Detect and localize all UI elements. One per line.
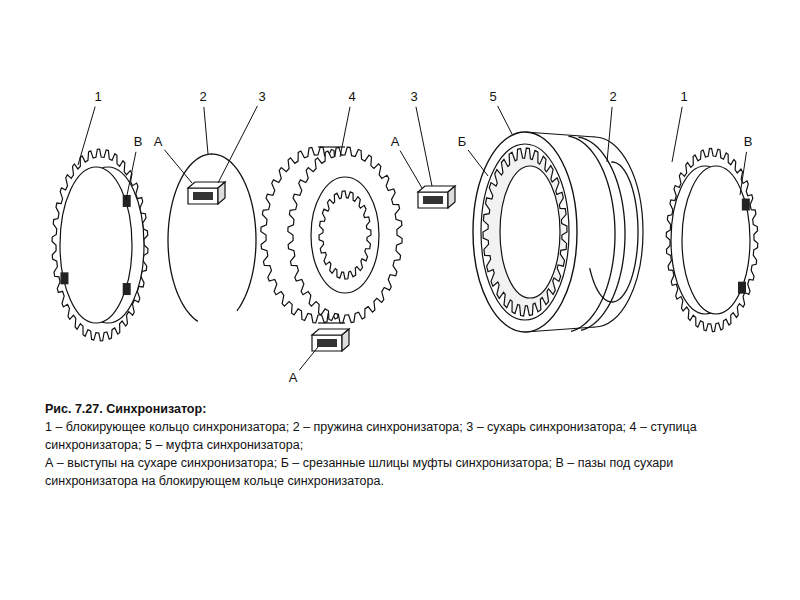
synchronizer-block [418, 186, 455, 208]
hub-gear [288, 147, 402, 323]
sleeve-splines [483, 148, 567, 316]
leader-line [672, 107, 682, 162]
ring-slot [123, 283, 131, 295]
callout-letter: 1 [92, 90, 103, 104]
callout-letter: 2 [607, 90, 618, 104]
callout-letter: В [132, 135, 145, 149]
ring-slot [738, 282, 746, 294]
leader-line [468, 150, 488, 176]
blocking-ring [52, 149, 148, 341]
callout-letter: А [152, 135, 165, 149]
sleeve-bore [500, 166, 560, 298]
synchronizer-spring [590, 162, 638, 302]
leader-line [78, 107, 95, 165]
leader-line [400, 151, 422, 188]
callout-letter: 3 [408, 90, 419, 104]
callout-letter: 2 [197, 90, 208, 104]
ring-slot [742, 199, 750, 211]
caption-text: 1 – блокирующее кольцо синхронизатора; 2… [45, 418, 760, 454]
leader-line [416, 107, 432, 186]
hub-splines [319, 191, 371, 279]
leader-line [340, 107, 350, 157]
leader-line [607, 107, 612, 162]
leader-line [218, 106, 257, 183]
callout-letter: 5 [487, 90, 498, 104]
leader-line [498, 106, 512, 134]
callout-letter: 1 [678, 90, 689, 104]
callout-letter: 4 [346, 90, 357, 104]
synchronizer-spring [168, 154, 256, 321]
callout-letter: А [287, 371, 300, 385]
ring-slot [60, 272, 68, 284]
synchronizer-block [188, 182, 225, 204]
sleeve-groove [579, 137, 625, 330]
leader-line [299, 347, 318, 370]
leader-line [740, 152, 747, 195]
ring-inner-edge [60, 167, 132, 323]
leader-line [164, 150, 192, 183]
caption-block: Рис. 7.27. Синхронизатор:1 – блокирующее… [45, 400, 760, 490]
leader-line [126, 152, 136, 200]
blocking-ring [666, 148, 757, 331]
callout-letter: Б [456, 135, 469, 149]
leader-line [204, 107, 208, 154]
sleeve-rim [481, 144, 569, 320]
ring-inner-edge [682, 166, 750, 314]
callout-letter: А [389, 135, 402, 149]
callout-letter: 3 [256, 90, 267, 104]
hub-edge [318, 146, 345, 147]
figure-caption: Рис. 7.27. Синхронизатор: [45, 400, 760, 418]
sleeve-front [473, 132, 577, 332]
caption-text: А – выступы на сухаре синхронизатора; Б … [45, 454, 760, 490]
callout-letter: В [742, 135, 755, 149]
hub-face [311, 177, 379, 293]
